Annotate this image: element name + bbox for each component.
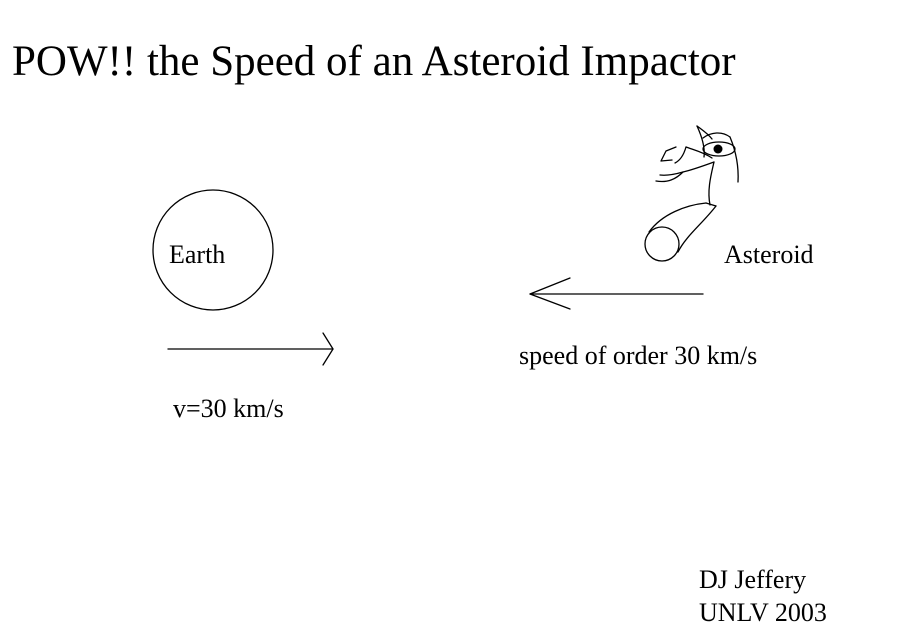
scribble-figure-icon	[655, 125, 739, 206]
asteroid-icon	[644, 202, 717, 262]
asteroid-speed-label: speed of order 30 km/s	[519, 341, 758, 370]
credit-author: DJ Jeffery	[699, 565, 807, 594]
asteroid-velocity-arrow	[529, 277, 704, 310]
earth-velocity-label: v=30 km/s	[173, 394, 284, 423]
earth-velocity-arrow	[167, 332, 334, 366]
asteroid-label: Asteroid	[724, 240, 814, 269]
figure-eye-icon	[713, 144, 723, 154]
earth-label: Earth	[169, 240, 226, 269]
earth-circle	[152, 189, 274, 311]
credit-organization: UNLV 2003	[699, 598, 827, 627]
page-title: POW!! the Speed of an Asteroid Impactor	[12, 38, 736, 85]
